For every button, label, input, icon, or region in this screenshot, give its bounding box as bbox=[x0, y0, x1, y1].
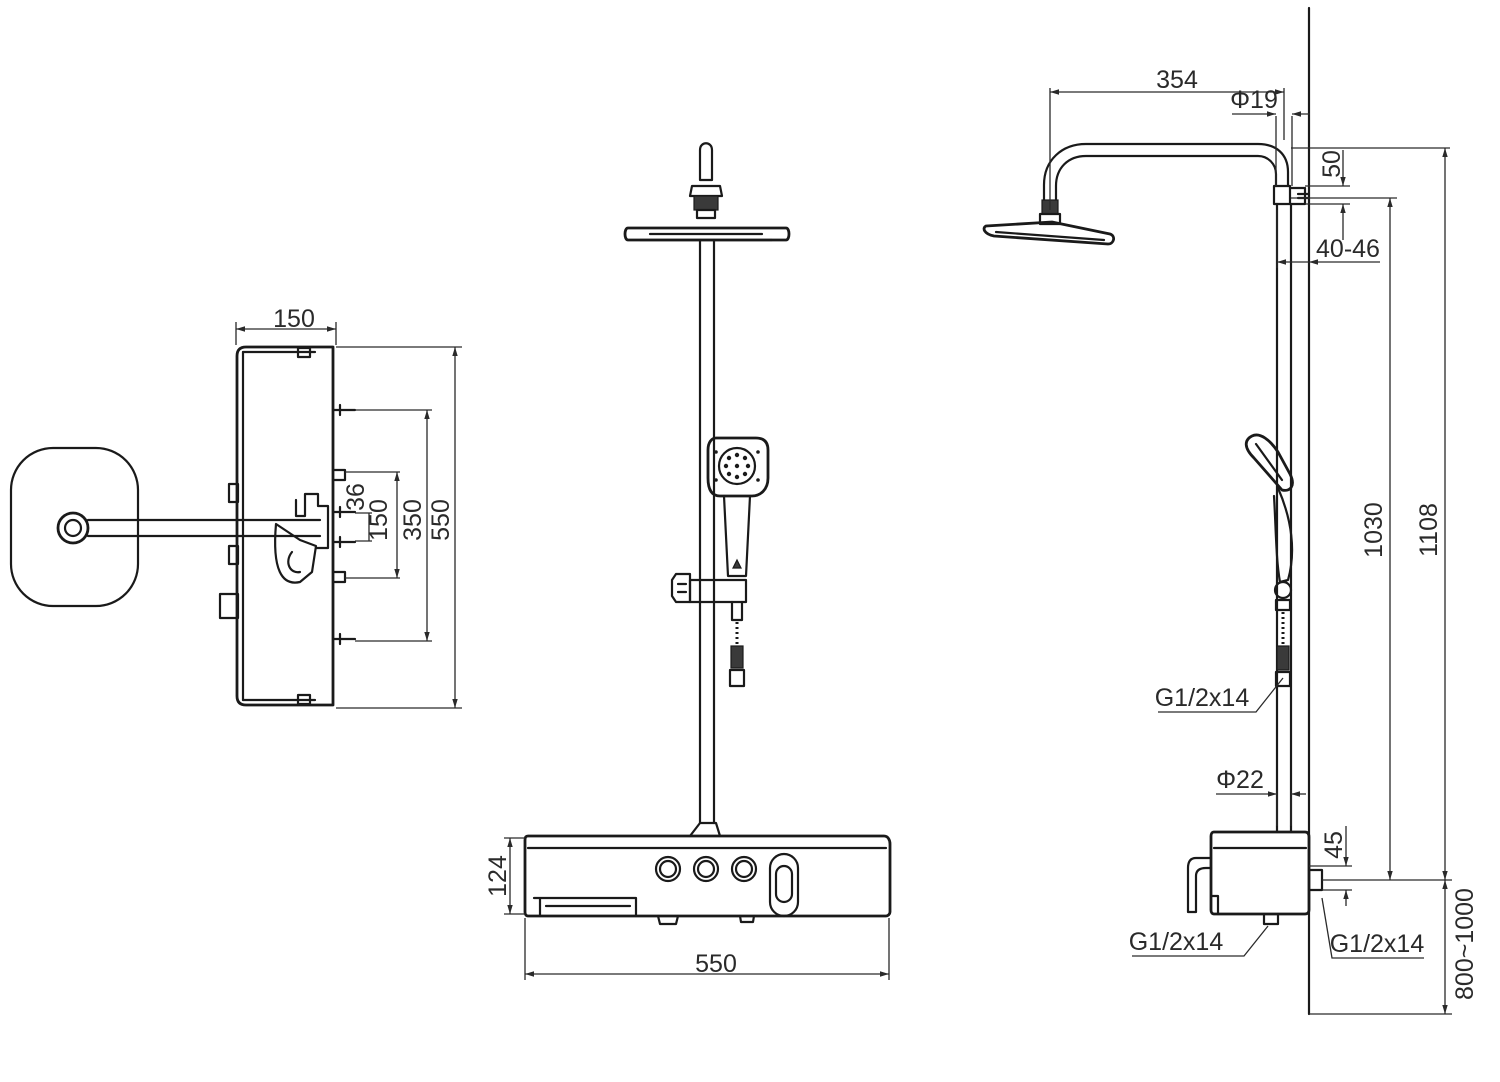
dim-top-width: 150 bbox=[273, 305, 315, 333]
dim-mount-height: 800~1000 bbox=[1451, 888, 1479, 1000]
top-arm bbox=[86, 518, 322, 538]
dim-top-150: 150 bbox=[365, 499, 393, 541]
dim-total-height: 1108 bbox=[1415, 503, 1443, 557]
dim-top-36: 36 bbox=[342, 483, 370, 511]
dim-inlet-offset: 45 bbox=[1320, 831, 1348, 859]
dim-wall-gap: 40-46 bbox=[1316, 235, 1380, 263]
label-lower-pipe-dia: Φ22 bbox=[1216, 766, 1264, 794]
side-arm bbox=[1042, 142, 1290, 202]
label-inlet-thread: G1/2x14 bbox=[1330, 930, 1425, 958]
label-spout-thread: G1/2x14 bbox=[1129, 928, 1224, 956]
dim-front-height: 124 bbox=[484, 855, 512, 897]
side-rain-head bbox=[982, 220, 1115, 246]
front-riser bbox=[698, 238, 716, 825]
front-control-panel bbox=[523, 821, 892, 926]
dim-top-550: 550 bbox=[427, 499, 455, 541]
top-head-hub bbox=[56, 511, 90, 545]
side-mixer-body bbox=[1186, 824, 1324, 926]
top-head-plate bbox=[9, 446, 140, 608]
dim-front-width: 550 bbox=[695, 950, 737, 978]
dim-pipe-dia: Φ19 bbox=[1230, 86, 1278, 114]
dim-arm-length: 354 bbox=[1156, 66, 1198, 94]
label-hose-thread: G1/2x14 bbox=[1155, 684, 1250, 712]
dim-upper-height: 1030 bbox=[1360, 502, 1388, 558]
side-hand-shower bbox=[1244, 433, 1294, 688]
top-panel-body bbox=[218, 345, 357, 707]
front-rain-head bbox=[623, 226, 791, 242]
dim-top-350: 350 bbox=[399, 499, 427, 541]
dim-bracket: 50 bbox=[1318, 150, 1346, 178]
side-view: 354 Φ19 50 40-46 1030 1108 800~1000 G1/2… bbox=[982, 6, 1479, 1016]
top-view: 150 550 350 150 36 bbox=[9, 305, 462, 709]
side-riser bbox=[1275, 202, 1293, 828]
front-view: 124 550 bbox=[484, 142, 892, 980]
front-hand-shower bbox=[706, 436, 770, 578]
